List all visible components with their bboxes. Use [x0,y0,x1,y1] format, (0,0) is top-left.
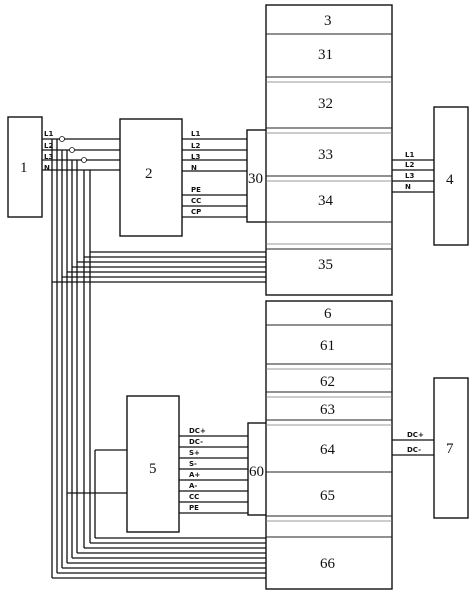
block-5-ap-label: A+ [189,471,200,479]
section-61-label: 61 [320,338,335,354]
block-3 [265,4,393,296]
wires-bus-to-66 [52,537,266,579]
block-2-pe-label: PE [191,186,201,194]
block-1-l3-label: L3 [44,153,53,161]
block-2-cc-label: CC [191,197,201,205]
section-65-label: 65 [320,488,335,504]
wires-bus-to-35 [52,251,266,283]
block-2-label: 2 [145,166,153,182]
block-2 [119,118,183,237]
wires-bus-to-5 [67,449,127,538]
block-60-label: 60 [249,464,264,480]
ac-bus-1-to-2 [42,138,120,171]
block-4-n-label: N [405,183,411,191]
block-3-label: 3 [324,13,332,29]
block-5-sp-label: S+ [189,449,200,457]
block-5-am-label: A- [189,482,197,490]
block-4-l2-label: L2 [405,161,414,169]
block-1 [7,116,43,218]
block-7 [433,377,469,519]
block-2-cp-label: CP [191,208,201,216]
section-34-label: 34 [318,193,334,209]
section-32-label: 32 [318,96,333,112]
block-4-label: 4 [446,172,454,188]
wires-6-to-7 [392,439,434,456]
wires-3-to-4 [392,159,434,193]
block-5-pe-label: PE [189,504,199,512]
block-1-n-label: N [44,164,50,172]
block-5-dcp-label: DC+ [189,427,206,435]
block-5-sm-label: S- [189,460,197,468]
block-1-label: 1 [20,160,28,176]
block-4 [433,106,469,246]
wires-2-to-30 [182,138,247,218]
block-5-label: 5 [149,461,157,477]
crossover-rings [59,136,87,163]
block-2-l2-label: L2 [191,142,200,150]
block-5 [126,395,180,533]
section-31-label: 31 [318,47,333,63]
wires-5-to-60 [179,435,248,514]
block-5-dcm-label: DC- [189,438,203,446]
block-1-l1-label: L1 [44,130,53,138]
block-2-l3-label: L3 [191,153,200,161]
block-30-label: 30 [248,171,263,187]
block-2-n-label: N [191,164,197,172]
block-4-l3-label: L3 [405,172,414,180]
section-35-label: 35 [318,257,333,273]
tap-wires-vertical [51,139,91,578]
block-4-l1-label: L1 [405,151,414,159]
block-7-label: 7 [446,441,454,457]
section-33-label: 33 [318,147,333,163]
block-6-label: 6 [324,306,332,322]
block-5-cc-label: CC [189,493,199,501]
block-2-l1-label: L1 [191,130,200,138]
section-64-label: 64 [320,442,336,458]
block-7-dcm-label: DC- [407,446,421,454]
section-63-label: 63 [320,402,335,418]
section-66-label: 66 [320,556,336,572]
block-7-dcp-label: DC+ [407,431,424,439]
block-6 [265,300,393,590]
section-62-label: 62 [320,374,335,390]
block-1-l2-label: L2 [44,142,53,150]
